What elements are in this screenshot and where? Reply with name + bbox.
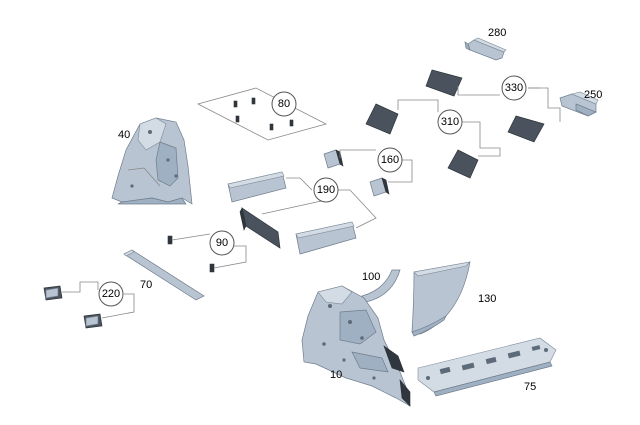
callout-80: 80 [271,91,297,117]
label-40: 40 [118,129,130,141]
part-40-panel [111,117,193,205]
part-330-pads [425,69,545,143]
callout-80-text: 80 [278,98,290,110]
callout-330: 330 [501,75,527,101]
part-70-strip [123,249,205,301]
leader-330-a [457,86,500,96]
leader-220-a [62,281,99,293]
part-310-pads [365,103,479,179]
leader-220-b [101,293,135,319]
leader-160-a [339,149,376,158]
leader-160-b [388,159,413,183]
part-130-panel [411,261,471,337]
part-100-curved-strip [361,269,401,303]
part-250-bracket [559,91,599,117]
label-75: 75 [524,381,536,393]
leader-90-a [171,233,211,241]
callout-90-text: 90 [216,237,228,249]
callout-160-text: 160 [381,154,399,166]
callout-160: 160 [377,147,403,173]
label-100: 100 [362,271,380,283]
leader-190-b [261,199,327,215]
leader-330-b [528,87,561,122]
callout-90: 90 [209,230,235,256]
label-10: 10 [330,369,342,381]
label-130: 130 [478,293,496,305]
part-90-pieces [167,235,215,273]
callout-190-text: 190 [317,184,335,196]
leader-310-b [462,121,501,157]
part-280-bracket [464,37,507,61]
callout-220: 220 [98,281,124,307]
leader-90-b [213,245,247,269]
leader-310-a [397,99,439,112]
part-160-blocks [323,149,390,197]
callout-310-text: 310 [441,116,459,128]
part-220-clips [43,285,103,329]
callout-330-text: 330 [505,82,523,94]
callout-220-text: 220 [102,288,120,300]
part-10-panel [301,285,411,407]
part-190-panels [227,171,357,255]
callout-190: 190 [313,177,339,203]
callout-310: 310 [437,109,463,135]
part-80-plate [196,87,328,141]
leader-190-a [286,177,313,191]
label-250: 250 [584,89,602,101]
label-280: 280 [488,27,506,39]
label-70: 70 [140,279,152,291]
part-75-plate [417,337,557,397]
leader-190-c [338,189,377,229]
